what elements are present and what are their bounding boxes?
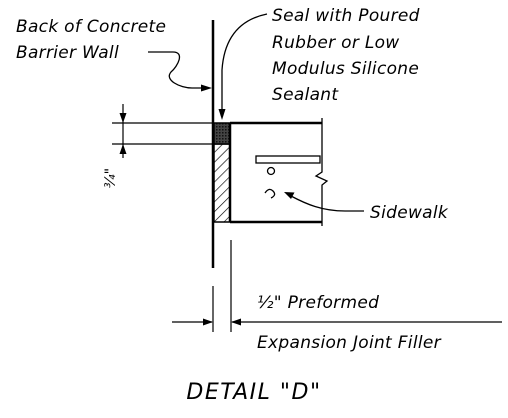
rebar-end (266, 166, 276, 176)
sidewalk-leader (290, 195, 364, 212)
dim-arrow-top (119, 113, 127, 123)
surface-mark (264, 188, 276, 199)
back-wall-leader (148, 51, 206, 89)
joint-arrow-left (203, 318, 213, 326)
seal-label-line4: Sealant (272, 85, 339, 105)
rebar (255, 155, 321, 164)
joint-arrow-right (231, 318, 241, 326)
back-wall-label-line1: Back of Concrete (16, 17, 166, 37)
filler-label-line1: ½" Preformed (257, 293, 379, 313)
back-wall-leader-arrow (201, 84, 212, 92)
seal-label-line2: Rubber or Low (272, 33, 400, 53)
back-wall-label-line2: Barrier Wall (16, 43, 119, 63)
expansion-joint-filler (213, 143, 231, 223)
detail-title: DETAIL "D" (186, 380, 321, 405)
sealant-block (213, 122, 231, 145)
sidewalk-label: Sidewalk (370, 203, 449, 223)
seal-label-line1: Seal with Poured (272, 6, 420, 26)
dim-arrow-bottom (119, 144, 127, 154)
dimension-label: ¾" (103, 168, 119, 188)
filler-label-line2: Expansion Joint Filler (257, 333, 442, 353)
sidewalk-leader-arrow (284, 192, 295, 199)
seal-leader-arrow (218, 109, 226, 120)
seal-leader (221, 13, 268, 110)
seal-label-line3: Modulus Silicone (272, 59, 419, 79)
break-line (314, 118, 329, 226)
